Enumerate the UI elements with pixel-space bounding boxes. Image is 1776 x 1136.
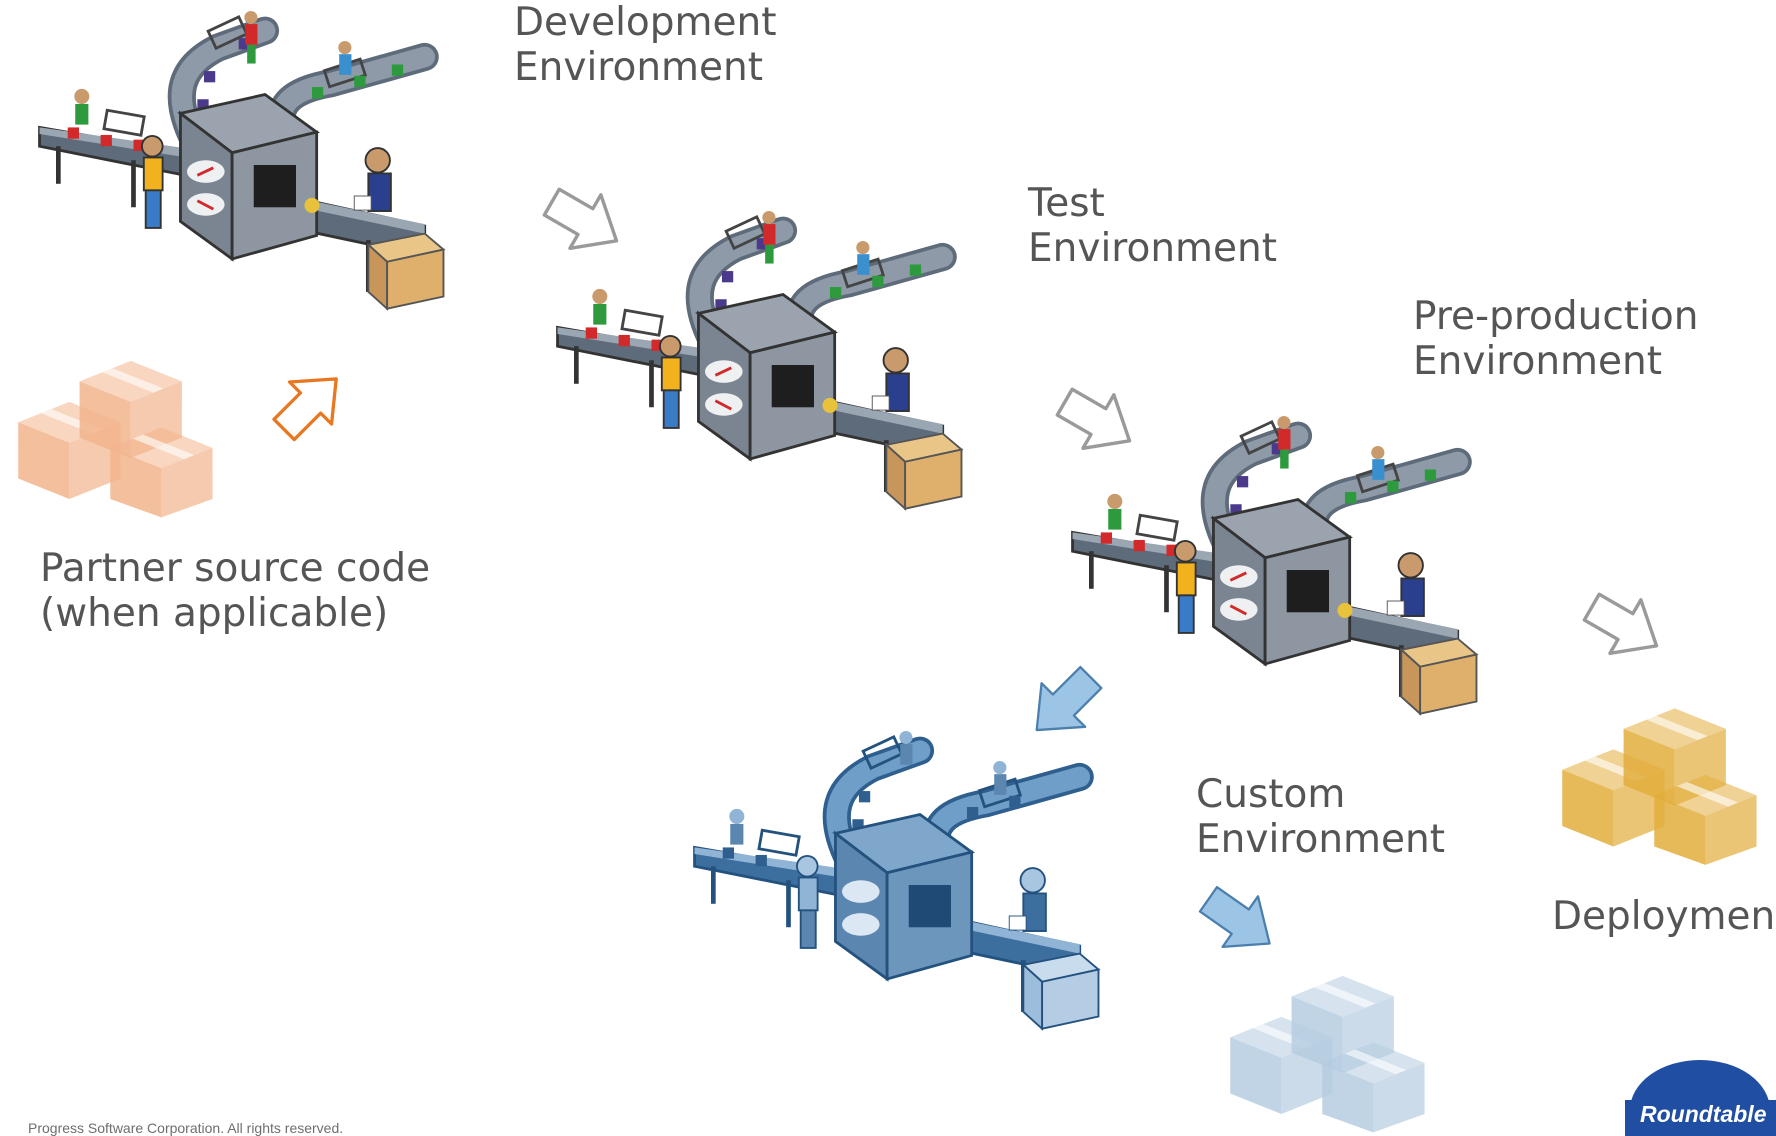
deployment-packages-icon — [1562, 708, 1757, 865]
preproduction-label-line2: Environment — [1413, 339, 1663, 384]
development-label: Development Environment — [514, 0, 777, 90]
custom-packages-icon — [1230, 975, 1425, 1133]
development-label-line1: Development — [514, 0, 777, 45]
deployment-label: Deployment — [1552, 894, 1776, 939]
partner-packages-icon — [18, 360, 213, 518]
custom-label-line1: Custom — [1196, 772, 1346, 817]
arrow-custom-to-packages-icon — [1189, 872, 1290, 970]
custom-label-line2: Environment — [1196, 817, 1446, 862]
partner-label-line2: (when applicable) — [40, 591, 389, 636]
test-label-line2: Environment — [1028, 226, 1278, 271]
partner-label: Partner source code (when applicable) — [40, 546, 430, 636]
test-label: Test Environment — [1028, 181, 1277, 271]
arrow-test-to-preprod-icon — [1047, 373, 1148, 469]
development-label-line2: Environment — [514, 45, 764, 90]
arrow-dev-to-test-icon — [534, 173, 635, 269]
preproduction-factory-icon — [1073, 416, 1477, 714]
partner-label-line1: Partner source code — [40, 546, 431, 591]
custom-label: Custom Environment — [1196, 772, 1445, 862]
preproduction-label-line1: Pre-production — [1413, 294, 1699, 339]
arrow-preprod-to-deploy-icon — [1574, 578, 1675, 674]
arrow-partner-to-dev-icon — [261, 355, 359, 453]
test-factory-icon — [558, 211, 962, 509]
test-label-line1: Test — [1028, 181, 1105, 226]
development-factory-icon — [40, 11, 444, 309]
logo-text: Roundtable — [1640, 1101, 1767, 1127]
arrow-preprod-to-custom-icon — [1014, 654, 1114, 754]
roundtable-logo: Roundtable — [1625, 1060, 1776, 1136]
footer-copyright: Progress Software Corporation. All right… — [28, 1120, 344, 1136]
preproduction-label: Pre-production Environment — [1413, 294, 1699, 384]
custom-factory-icon — [695, 731, 1099, 1029]
deployment-label-text: Deployment — [1552, 894, 1776, 939]
